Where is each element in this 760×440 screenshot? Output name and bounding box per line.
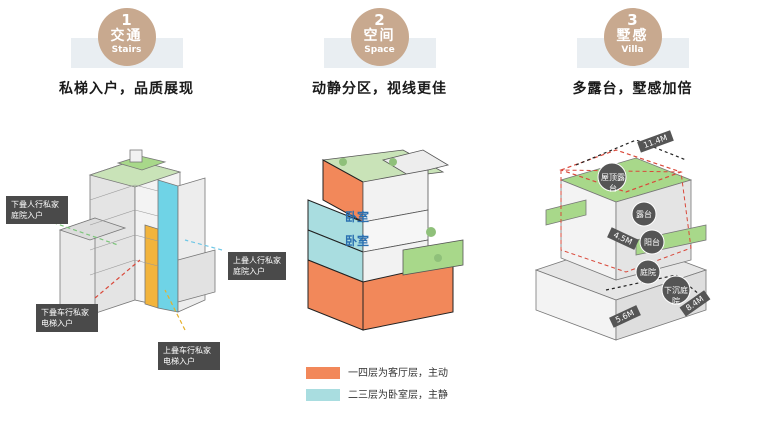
column-villa: 3 墅感 Villa 多露台，墅感加倍 屋顶露台 露台 阳台 庭院 下沉庭院 1…: [506, 0, 759, 440]
step-badge: 1 交通 Stairs: [97, 8, 156, 66]
section-heading: 私梯入户，品质展现: [59, 81, 194, 97]
callout-upper-car-elevator: 上叠车行私家电梯入户: [158, 342, 220, 370]
callout-upper-person-entry: 上叠人行私家庭院入户: [228, 252, 286, 280]
column-stairs: 1 交通 Stairs 私梯入户，品质展现 下叠人行私家庭院入户: [0, 0, 286, 440]
step-number: 2: [374, 11, 385, 29]
step-title: 墅感: [616, 28, 649, 44]
legend-text: 一四层为客厅层，主动: [348, 368, 448, 379]
step-number: 1: [121, 11, 132, 29]
step-badge: 2 空间 Space: [350, 8, 409, 66]
section-heading: 多露台，墅感加倍: [572, 81, 693, 97]
label-bedroom-2: 卧室: [345, 234, 370, 248]
label-balcony: 阳台: [644, 238, 660, 247]
step-title: 空间: [363, 28, 396, 44]
section-heading: 动静分区，视线更佳: [312, 81, 447, 97]
step-subtitle: Villa: [621, 45, 644, 55]
space-building-illustration: [307, 149, 464, 331]
column-space: 2 空间 Space 动静分区，视线更佳 卧室 卧室: [253, 0, 506, 440]
label-courtyard: 庭院: [640, 268, 656, 277]
label-bedroom-1: 卧室: [345, 210, 370, 224]
step-badge: 3 墅感 Villa: [603, 8, 662, 66]
label-sunken-courtyard: 下沉庭院: [664, 286, 688, 306]
legend-item-living: 一四层为客厅层，主动: [306, 364, 448, 379]
legend-item-bedroom: 二三层为卧室层，主静: [306, 386, 448, 401]
step-subtitle: Space: [364, 45, 395, 55]
label-terrace: 露台: [636, 210, 652, 219]
step-number: 3: [627, 11, 638, 29]
legend-swatch: [306, 367, 340, 379]
villa-building-illustration: [534, 139, 708, 341]
legend-swatch: [306, 389, 340, 401]
callout-lower-person-entry: 下叠人行私家庭院入户: [6, 196, 68, 224]
stairs-building-illustration: [39, 149, 223, 331]
legend-text: 二三层为卧室层，主静: [348, 390, 448, 401]
callout-lower-car-elevator: 下叠车行私家电梯入户: [36, 304, 98, 332]
step-subtitle: Stairs: [111, 45, 142, 55]
label-roof-terrace: 屋顶露台: [601, 173, 625, 193]
step-title: 交通: [110, 28, 143, 44]
